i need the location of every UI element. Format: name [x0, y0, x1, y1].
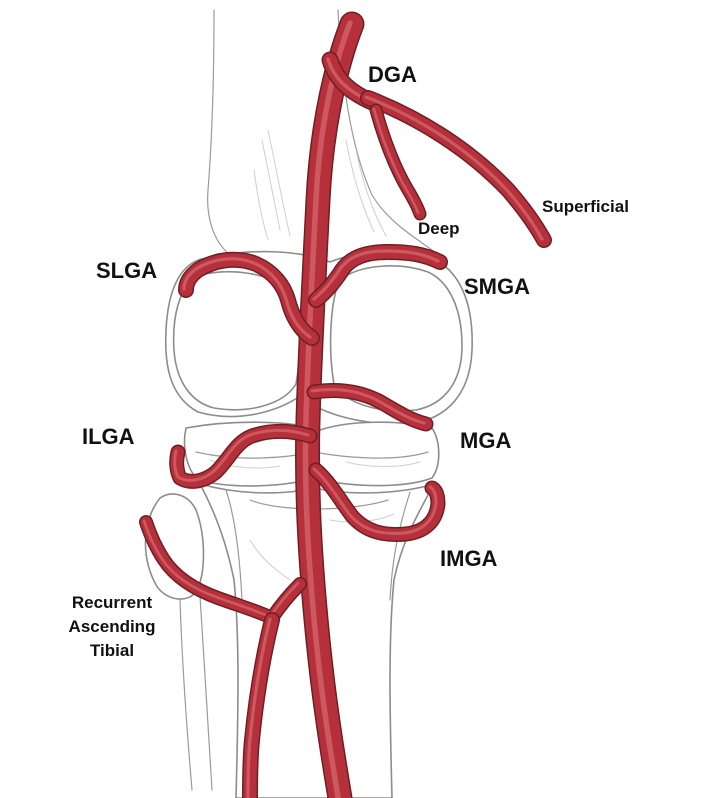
ilga-artery	[169, 424, 318, 489]
label-mga: MGA	[460, 428, 511, 453]
ilga-artery-highlight	[173, 429, 310, 482]
tibia-inner-line-2	[389, 491, 411, 601]
label-smga: SMGA	[464, 274, 530, 299]
femoral-artery-main	[295, 11, 365, 798]
smga-artery	[308, 244, 448, 308]
tibia-inner-line	[225, 489, 243, 601]
label-imga: IMGA	[440, 546, 498, 571]
label-dga: DGA	[368, 62, 417, 87]
medial-condyle	[329, 265, 463, 412]
label-slga: SLGA	[96, 258, 157, 283]
dga-deep-branch-highlight	[372, 107, 420, 215]
dga-deep-branch	[369, 103, 427, 221]
slga-artery	[178, 251, 320, 346]
dga-superficial-branch	[360, 90, 552, 248]
arteries	[139, 11, 552, 798]
femur-shaft	[207, 9, 231, 256]
anterior-tibial-branch-highlight	[246, 617, 272, 798]
imga-artery-highlight	[312, 467, 438, 535]
anterior-tibial-branch	[242, 612, 280, 798]
label-recurrent: Recurrent	[72, 593, 153, 612]
labels: DGA Deep Superficial SLGA SMGA ILGA MGA …	[69, 62, 629, 660]
recurrent-tibial-artery-highlight	[142, 519, 300, 619]
recurrent-tibial-artery	[139, 515, 307, 625]
smga-artery-highlight	[312, 249, 440, 301]
fibula-shaft	[179, 599, 193, 791]
label-superficial: Superficial	[542, 197, 629, 216]
femoral-artery-main-highlight	[302, 20, 353, 798]
label-ascending: Ascending	[69, 617, 156, 636]
label-ilga: ILGA	[82, 424, 135, 449]
slga-artery-highlight	[182, 257, 312, 339]
fibula-shaft-2	[199, 595, 213, 791]
anterior-tibial-branch-fill	[243, 613, 279, 798]
mga-artery-highlight	[310, 388, 426, 425]
label-tibial: Tibial	[90, 641, 134, 660]
dga-superficial-branch-highlight	[364, 95, 544, 241]
mga-artery	[306, 383, 434, 432]
label-deep: Deep	[418, 219, 460, 238]
imga-artery	[308, 462, 446, 542]
